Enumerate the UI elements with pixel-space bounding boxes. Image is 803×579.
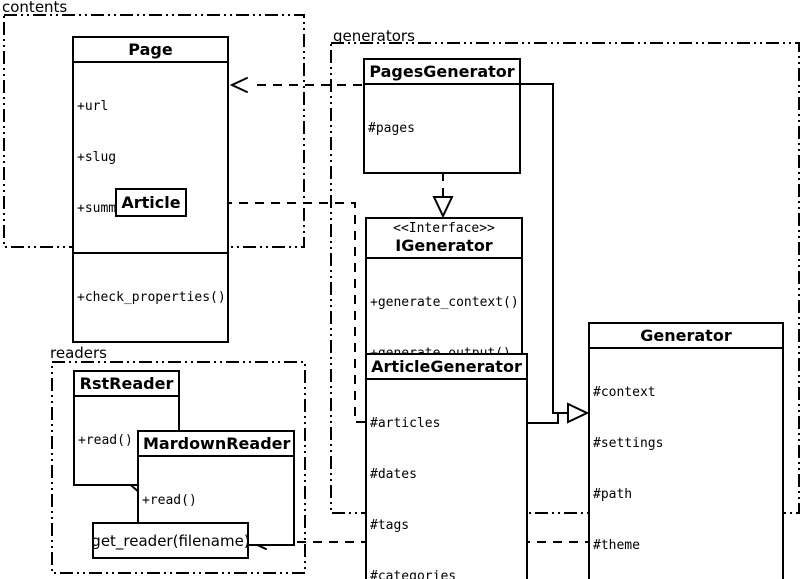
class-title: IGenerator bbox=[395, 236, 493, 255]
attribute: #tags bbox=[370, 518, 410, 533]
methods-compartment: +read() bbox=[75, 395, 178, 484]
contents-package-border bbox=[3, 14, 305, 248]
attribute: #pages bbox=[368, 121, 415, 136]
readers-package-label: readers bbox=[50, 344, 107, 362]
method: +generate_context() bbox=[370, 295, 518, 310]
realization-pagesgenerator-to-igenerator bbox=[432, 108, 454, 219]
inheritance-generators-to-generator bbox=[521, 83, 590, 424]
stereotype: <<Interface>> bbox=[393, 221, 495, 236]
attribute: +slug bbox=[77, 150, 117, 165]
attribute: #path bbox=[593, 487, 633, 502]
attributes-compartment: #pages bbox=[365, 83, 519, 172]
class-title: MardownReader bbox=[143, 434, 291, 453]
method: +check_properties() bbox=[77, 290, 224, 305]
attribute: #context bbox=[593, 385, 656, 400]
class-box-article: Article bbox=[115, 188, 187, 217]
attribute: #articles bbox=[370, 416, 441, 431]
class-title: RstReader bbox=[79, 374, 174, 393]
function-box-getreader: get_reader(filename) bbox=[91, 522, 250, 559]
class-title: PagesGenerator bbox=[369, 62, 515, 81]
class-box-articlegenerator: ArticleGenerator #articles #dates #tags … bbox=[365, 353, 528, 579]
class-box-pagesgenerator: PagesGenerator #pages bbox=[363, 58, 521, 174]
method: +read() bbox=[142, 493, 197, 508]
attribute: #dates bbox=[370, 467, 417, 482]
class-title: ArticleGenerator bbox=[371, 357, 522, 376]
generators-package-label: generators bbox=[333, 27, 415, 45]
class-box-generator: Generator #context #settings #path #them… bbox=[588, 322, 784, 579]
class-title: Page bbox=[128, 40, 173, 59]
contents-package-label: contents bbox=[2, 0, 68, 16]
attribute: #theme bbox=[593, 538, 640, 553]
attributes-compartment: #articles #dates #tags #categories bbox=[367, 378, 526, 579]
class-title: Generator bbox=[640, 326, 732, 345]
attribute: #categories bbox=[370, 569, 457, 579]
attribute: #settings bbox=[593, 436, 664, 451]
header-compartment: <<Interface>> IGenerator bbox=[367, 219, 521, 257]
attributes-compartment: #context #settings #path #theme #output_… bbox=[590, 347, 782, 579]
attributes-compartment: +url +slug +summary bbox=[74, 61, 227, 252]
methods-compartment: +check_properties() bbox=[74, 252, 227, 341]
generators-package-border bbox=[330, 42, 800, 514]
readers-package-border bbox=[51, 361, 306, 574]
function-label: get_reader(filename) bbox=[91, 531, 250, 550]
attribute: +url bbox=[77, 99, 109, 114]
dependency-pagesgenerator-to-page bbox=[229, 77, 362, 93]
methods-compartment: +read() bbox=[139, 455, 293, 544]
class-title: Article bbox=[121, 193, 181, 212]
method: +read() bbox=[78, 433, 133, 448]
